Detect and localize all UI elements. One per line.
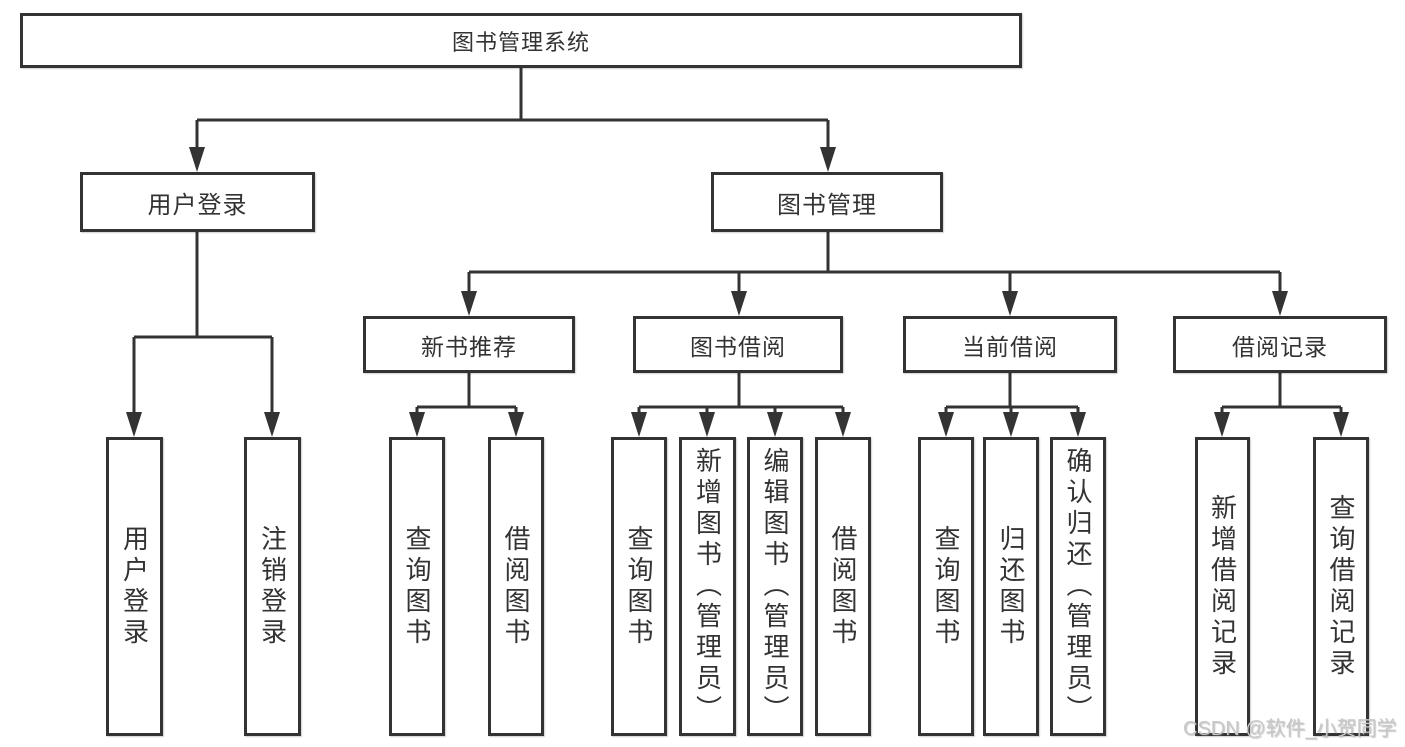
csdn-watermark: CSDN @软件_小贺同学 xyxy=(1183,718,1397,740)
node-new-book-recommend: 新书推荐 xyxy=(363,316,575,373)
leaf-query-borrow-record-label: 查询借阅记录 xyxy=(1326,493,1356,680)
node-new-book-recommend-label: 新书推荐 xyxy=(421,333,517,360)
node-book-borrow-label: 图书借阅 xyxy=(690,333,786,360)
leaf-borrow-books-recommend-label: 借阅图书 xyxy=(501,524,531,649)
leaf-query-books-current-label: 查询图书 xyxy=(931,524,961,649)
node-book-management: 图书管理 xyxy=(711,172,943,232)
leaf-return-books: 归还图书 xyxy=(983,437,1039,736)
leaf-add-borrow-record-label: 新增借阅记录 xyxy=(1207,493,1238,680)
leaf-query-books-recommend-label: 查询图书 xyxy=(402,524,432,649)
node-current-borrow-label: 当前借阅 xyxy=(962,333,1058,360)
node-current-borrow: 当前借阅 xyxy=(903,316,1117,373)
leaf-add-book-admin: 新增图书（管理员） xyxy=(679,437,736,736)
leaf-user-login-label: 用户登录 xyxy=(119,524,150,649)
leaf-query-borrow-record: 查询借阅记录 xyxy=(1313,437,1369,736)
leaf-edit-book-admin-label: 编辑图书（管理员） xyxy=(760,447,790,726)
node-book-management-label: 图书管理 xyxy=(777,191,877,219)
leaf-query-books-borrow: 查询图书 xyxy=(611,437,667,736)
node-library-system: 图书管理系统 xyxy=(20,13,1022,68)
arrowheads xyxy=(126,147,1349,437)
leaf-add-book-admin-label: 新增图书（管理员） xyxy=(692,447,723,726)
leaf-logout: 注销登录 xyxy=(244,437,301,736)
leaf-user-login: 用户登录 xyxy=(106,437,163,736)
leaf-return-books-label: 归还图书 xyxy=(996,524,1026,649)
node-borrow-records-label: 借阅记录 xyxy=(1232,333,1328,360)
leaf-add-borrow-record: 新增借阅记录 xyxy=(1195,437,1250,736)
leaf-borrow-books-recommend: 借阅图书 xyxy=(488,437,544,736)
tree-edges xyxy=(132,68,1343,431)
leaf-borrow-books-label: 借阅图书 xyxy=(828,524,858,649)
node-book-borrow: 图书借阅 xyxy=(633,316,843,373)
leaf-confirm-return-admin: 确认归还（管理员） xyxy=(1050,437,1106,736)
node-borrow-records: 借阅记录 xyxy=(1173,316,1387,373)
node-library-system-label: 图书管理系统 xyxy=(451,29,590,55)
leaf-query-books-borrow-label: 查询图书 xyxy=(624,524,654,649)
leaf-logout-label: 注销登录 xyxy=(257,524,288,649)
leaf-confirm-return-admin-label: 确认归还（管理员） xyxy=(1063,447,1093,726)
node-user-login-label: 用户登录 xyxy=(147,191,248,219)
leaf-query-books-recommend: 查询图书 xyxy=(389,437,445,736)
leaf-borrow-books: 借阅图书 xyxy=(815,437,871,736)
leaf-edit-book-admin: 编辑图书（管理员） xyxy=(747,437,803,736)
leaf-query-books-current: 查询图书 xyxy=(918,437,974,736)
node-user-login: 用户登录 xyxy=(80,172,315,232)
